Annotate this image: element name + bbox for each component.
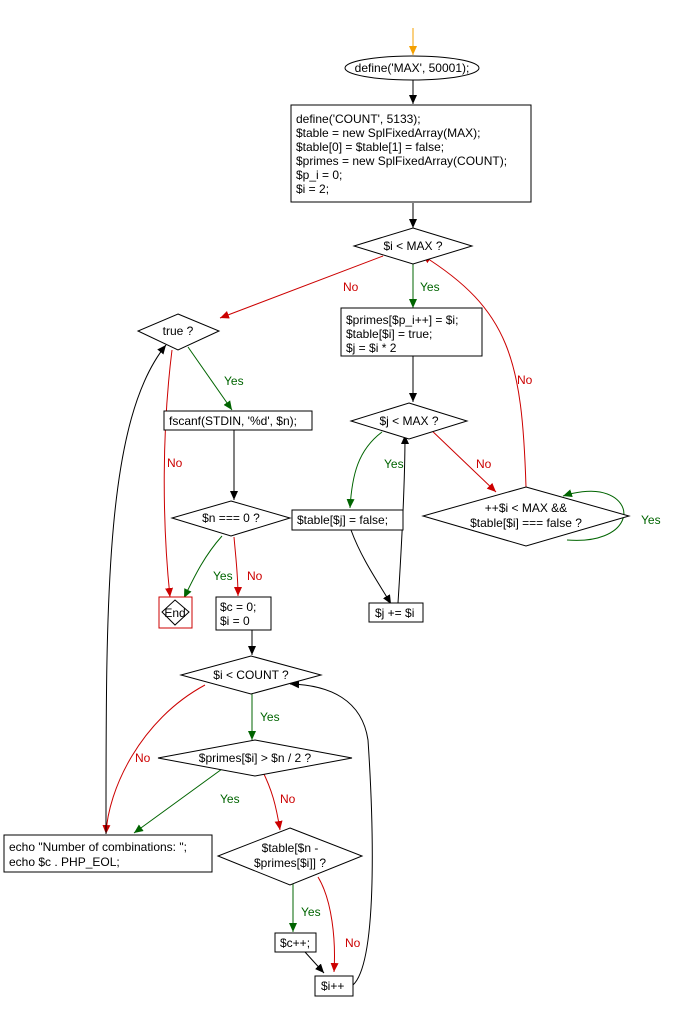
node-cond-next-i: ++$i < MAX && $table[$i] === false ? <box>421 486 631 547</box>
label-next-i-yes: Yes <box>641 513 661 527</box>
edge-cond-n-yes <box>183 535 223 599</box>
edge-cond-j-yes <box>346 431 383 509</box>
edge-true-no <box>163 349 174 598</box>
node-table-j-false-text: $table[$j] = false; <box>297 513 388 527</box>
node-init-c: $c = 0; $i = 0 <box>215 596 272 631</box>
node-true-cond: true ? <box>136 313 221 351</box>
label-table-diff-yes: Yes <box>301 905 321 919</box>
node-echo-line-2: echo $c . PHP_EOL; <box>9 855 120 869</box>
node-init-c-line-1: $c = 0; <box>220 600 256 614</box>
label-table-diff-no: No <box>345 936 361 950</box>
edges <box>102 28 625 986</box>
node-i-incr: $i++ <box>314 975 354 997</box>
node-c-incr-text: $c++; <box>280 936 310 950</box>
node-cond-table-diff: $table[$n - $primes[$i]] ? <box>216 827 364 886</box>
node-init-line-6: $i = 2; <box>296 182 329 196</box>
node-j-incr: $j += $i <box>368 602 424 623</box>
node-fscanf-text: fscanf(STDIN, '%d', $n); <box>169 414 297 428</box>
node-init-line-1: define('COUNT', 5133); <box>296 112 421 126</box>
node-cond-i-count-text: $i < COUNT ? <box>213 668 289 682</box>
node-end-text: End <box>164 606 185 620</box>
node-cond-i-max: $i < MAX ? <box>352 227 474 265</box>
node-cond-i-max-text: $i < MAX ? <box>383 239 442 253</box>
label-cond-j-no: No <box>476 457 492 471</box>
label-cond-i-max-no: No <box>343 280 359 294</box>
edge-echo-true <box>105 344 167 835</box>
node-table-j-false: $table[$j] = false; <box>291 509 404 531</box>
node-fscanf: fscanf(STDIN, '%d', $n); <box>163 410 313 431</box>
edge-table-diff-no <box>317 876 339 973</box>
node-cond-n-zero: $n === 0 ? <box>170 500 292 537</box>
edge-cond-count-no <box>102 684 206 835</box>
node-cond-table-diff-line-2: $primes[$i]] ? <box>254 856 326 870</box>
node-primes-line-2: $table[$i] = true; <box>346 327 432 341</box>
label-next-i-no: No <box>517 373 533 387</box>
node-define-max-text: define('MAX', 50001); <box>355 61 470 75</box>
edge-i-incr-cond-count <box>289 680 373 986</box>
node-cond-primes-half-text: $primes[$i] > $n / 2 ? <box>199 751 312 765</box>
label-cond-count-no: No <box>135 751 151 765</box>
edge-next-i-yes <box>562 489 625 541</box>
edge-primes-half-yes <box>133 768 223 834</box>
label-cond-j-yes: Yes <box>384 457 404 471</box>
node-echo-line-1: echo "Number of combinations: "; <box>9 840 187 854</box>
node-cond-next-i-line-2: $table[$i] === false ? <box>470 516 582 530</box>
edge-cond-j-no <box>427 426 497 493</box>
edge-true-yes <box>187 346 233 411</box>
edge-cond-i-max-no <box>219 255 384 319</box>
label-cond-i-max-yes: Yes <box>420 280 440 294</box>
node-init-c-line-2: $i = 0 <box>220 614 250 628</box>
node-init-line-5: $p_i = 0; <box>296 168 342 182</box>
node-primes-block: $primes[$p_i++] = $i; $table[$i] = true;… <box>340 307 483 357</box>
node-echo-block: echo "Number of combinations: "; echo $c… <box>3 834 213 873</box>
label-true-yes: Yes <box>224 374 244 388</box>
edge-table-j-incr <box>350 529 392 605</box>
label-primes-half-no: No <box>280 792 296 806</box>
label-cond-count-yes: Yes <box>260 710 280 724</box>
node-end: End <box>158 596 193 629</box>
edge-next-i-no <box>421 254 527 488</box>
node-define-max: define('MAX', 50001); <box>344 55 480 81</box>
node-cond-primes-half: $primes[$i] > $n / 2 ? <box>157 739 353 777</box>
node-true-cond-text: true ? <box>163 324 194 338</box>
node-cond-next-i-line-1: ++$i < MAX && <box>485 501 567 515</box>
node-i-incr-text: $i++ <box>321 979 344 993</box>
node-primes-line-1: $primes[$p_i++] = $i; <box>346 313 458 327</box>
node-cond-table-diff-line-1: $table[$n - <box>262 841 319 855</box>
node-init-line-4: $primes = new SplFixedArray(COUNT); <box>296 154 507 168</box>
node-init-block: define('COUNT', 5133); $table = new SplF… <box>290 104 532 203</box>
node-j-incr-text: $j += $i <box>375 606 414 620</box>
node-cond-j-max: $j < MAX ? <box>349 402 469 440</box>
node-init-line-3: $table[0] = $table[1] = false; <box>296 140 444 154</box>
node-cond-j-max-text: $j < MAX ? <box>379 414 438 428</box>
edge-labels: Yes No No Yes No Yes Yes No Yes No Yes N… <box>135 280 661 950</box>
edge-c-incr-i-incr <box>304 951 325 974</box>
label-cond-n-no: No <box>247 569 263 583</box>
node-cond-n-zero-text: $n === 0 ? <box>202 511 260 525</box>
label-true-no: No <box>167 456 183 470</box>
node-primes-line-3: $j = $i * 2 <box>346 341 397 355</box>
label-primes-half-yes: Yes <box>220 792 240 806</box>
edge-primes-half-no <box>261 769 283 831</box>
edge-cond-n-no <box>233 536 242 597</box>
label-cond-n-yes: Yes <box>213 569 233 583</box>
node-c-incr: $c++; <box>274 932 317 953</box>
node-init-line-2: $table = new SplFixedArray(MAX); <box>296 126 480 140</box>
node-cond-i-count: $i < COUNT ? <box>179 655 323 695</box>
